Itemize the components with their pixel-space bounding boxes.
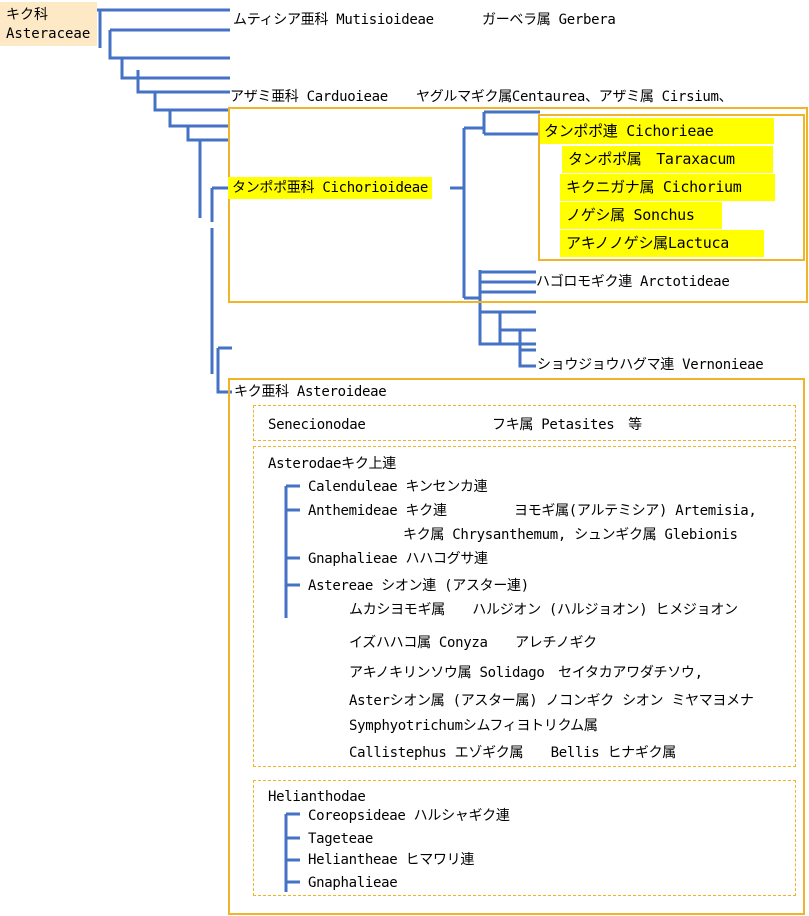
gnaphalieae-helianthodae-label: Gnaphalieae (308, 875, 398, 891)
asterodae-box (253, 446, 796, 767)
branch-level5 (153, 92, 230, 112)
root-label-latin: Asteraceae (6, 26, 91, 42)
astereae-label: Astereae シオン連 (アスター連) (308, 578, 529, 594)
calenduleae-label: Calenduleae キンセンカ連 (308, 479, 488, 495)
genus-sonchus: ノゲシ属 Sonchus (560, 202, 722, 229)
gnaphalieae-label: Gnaphalieae ハハコグサ連 (308, 551, 488, 567)
senecionodae-label: Senecionodae (268, 417, 366, 433)
asteroideae-box (228, 378, 805, 915)
carduoideae-genera-label: ヤグルマギク属Centaurea、アザミ属 Cirsium、 (416, 89, 733, 105)
branch-cichorioideae (210, 186, 230, 222)
cichorieae-box (538, 114, 805, 261)
astereae-row-4: Asterシオン属 (アスター属) ノコンギク シオン ミヤマヨメナ (349, 693, 754, 709)
chrysanthemum-label: キク属 Chrysanthemum, シュンギク属 Glebionis (403, 527, 738, 543)
branch-root-spine (97, 8, 230, 48)
carduoideae-label: アザミ亜科 Carduoieae (230, 89, 388, 105)
helianthodae-label: Helianthodae (268, 789, 366, 805)
asterodae-label: Asterodaeキク上連 (268, 456, 396, 472)
branch-level3 (120, 58, 230, 80)
branch-level4 (136, 70, 230, 94)
branch-helianthodae (284, 812, 300, 892)
genus-taraxacum: タンポポ属 Taraxacum (562, 146, 773, 173)
tageteae-label: Tageteae (308, 831, 374, 847)
astereae-row-5: Symphyotrichumシムフィヨトリクム属 (349, 718, 598, 734)
senecionodae-box (253, 405, 796, 441)
cichorioideae-subfamily-label: タンポポ亜科 Cichorioideae (228, 177, 433, 199)
root-family-label: キク科 Asteraceae (0, 2, 97, 46)
mutisioideae-label: ムティシア亜科 Mutisioideae (233, 12, 434, 28)
heliantheae-label: Heliantheae ヒマワリ連 (308, 852, 475, 868)
root-label-jp: キク科 (6, 7, 48, 23)
coreopsideae-label: Coreopsideae ハルシャギク連 (308, 808, 510, 824)
artemisia-label: ヨモギ属(アルテミシア) Artemisia, (514, 503, 757, 519)
genus-lactuca: アキノノゲシ属Lactuca (560, 230, 764, 257)
branch-arctotideae (464, 270, 536, 300)
branch-cichorioideae-inner (450, 128, 466, 298)
genus-cichorium: キクニガナ属 Cichorium (560, 174, 775, 201)
branch-level7 (186, 126, 230, 142)
branch-level6 (168, 110, 230, 128)
cichorieae-tribe-label: タンポポ連 Cichorieae (540, 118, 774, 144)
branch-vernonieae (478, 300, 536, 368)
helianthodae-box (253, 780, 796, 896)
astereae-row-1: ムカシヨモギ属 ハルジオン (ハルジョオン) ヒメジョオン (349, 602, 738, 618)
branch-cichorieae (464, 110, 540, 136)
anthemideae-label: Anthemideae キク連 (308, 503, 447, 519)
branch-level2 (108, 28, 230, 60)
branch-cichorioideae-asteroideae (198, 124, 230, 218)
branch-asteroideae (216, 346, 232, 394)
vernonieae-label: ショウジョウハグマ連 Vernonieae (537, 357, 764, 373)
petasites-label: フキ属 Petasites 等 (492, 417, 642, 433)
branch-asterodae (284, 484, 300, 618)
cichorioideae-box (228, 107, 808, 303)
astereae-row-6: Callistephus エゾギク属 Bellis ヒナギク属 (349, 745, 676, 761)
astereae-row-3: アキノキリンソウ属 Solidago セイタカアワダチソウ, (349, 665, 703, 681)
astereae-row-2: イズハハコ属 Conyza アレチノギク (349, 635, 597, 651)
asteroideae-subfamily-label: キク亜科 Asteroideae (234, 384, 387, 400)
arctotideae-label: ハゴロモギク連 Arctotideae (536, 274, 730, 290)
gerbera-label: ガーベラ属 Gerbera (482, 12, 616, 28)
